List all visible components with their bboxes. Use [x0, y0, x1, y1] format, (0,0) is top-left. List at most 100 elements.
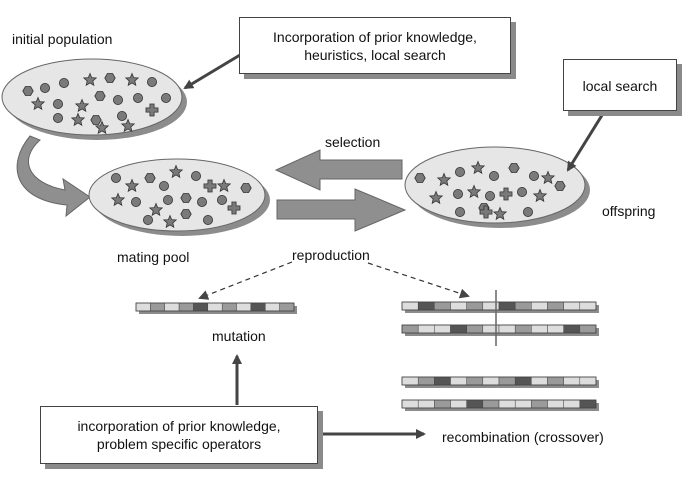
hex-individual — [144, 173, 156, 183]
gene — [498, 301, 516, 311]
dashed-arrow-to-crossover — [367, 262, 470, 299]
star-individual — [466, 184, 482, 199]
local-search-box: local search — [563, 59, 677, 111]
star-individual — [532, 188, 548, 203]
circle-individual — [454, 166, 465, 177]
initial-population-ellipse — [1, 58, 187, 140]
gene — [579, 376, 597, 386]
gene — [579, 399, 597, 409]
star-individual — [436, 172, 452, 187]
circle-individual — [452, 188, 463, 199]
gene — [450, 376, 467, 386]
circle-individual — [216, 194, 227, 205]
curved-arrow-to-mating-pool — [16, 135, 91, 218]
gene — [434, 399, 451, 409]
hex-individual — [22, 86, 34, 96]
chromosomes — [135, 301, 599, 411]
hex-individual — [104, 73, 116, 83]
star-individual — [82, 72, 98, 87]
gene — [178, 302, 194, 312]
gene — [514, 324, 532, 334]
gene — [482, 399, 500, 409]
star-individual — [148, 202, 164, 217]
selection-arrow — [274, 149, 403, 191]
prior-knowledge-bottom-line2: problem specific operators — [96, 436, 262, 452]
arrow-localsearch-to-offspring — [566, 111, 606, 172]
hex-individual — [180, 209, 192, 219]
mutation-label: mutation — [212, 328, 266, 344]
circle-individual — [146, 77, 157, 88]
circle-individual — [517, 186, 528, 197]
gene — [579, 301, 597, 311]
gene — [563, 301, 581, 311]
gene — [563, 376, 581, 386]
circle-individual — [162, 194, 173, 205]
circle-individual — [190, 170, 201, 181]
gene — [547, 399, 564, 409]
circle-individual — [158, 180, 169, 191]
gene — [193, 302, 209, 312]
chromosome — [401, 376, 597, 386]
prior-knowledge-top-line1: Incorporation of prior knowledge, — [273, 29, 477, 45]
gene — [434, 301, 451, 311]
circle-individual — [59, 78, 70, 89]
circle-individual — [111, 172, 122, 183]
gene — [531, 399, 548, 409]
gene — [434, 376, 451, 386]
circle-individual — [40, 83, 51, 94]
gene — [401, 399, 419, 409]
circle-individual — [132, 93, 143, 104]
prior-knowledge-bottom-line1: incorporation of prior knowledge, — [77, 418, 281, 434]
gene — [434, 324, 451, 334]
plus-individual — [479, 205, 493, 219]
circle-individual — [142, 214, 153, 225]
circle-individual — [454, 206, 465, 217]
star-individual — [30, 96, 46, 111]
gene — [466, 301, 484, 311]
gene — [563, 324, 581, 334]
gene — [466, 376, 484, 386]
star-individual — [540, 170, 556, 185]
circle-individual — [488, 170, 499, 181]
star-individual — [94, 120, 110, 135]
gene — [279, 302, 295, 312]
star-individual — [110, 192, 126, 207]
plus-individual — [499, 187, 513, 201]
circle-individual — [113, 95, 124, 106]
gene — [531, 301, 548, 311]
prior-knowledge-box-bottom: incorporation of prior knowledge, proble… — [40, 406, 318, 464]
circle-individual — [523, 206, 534, 217]
recombination-label: recombination (crossover) — [442, 429, 604, 445]
gene — [417, 399, 435, 409]
star-individual — [124, 178, 140, 193]
gene — [417, 301, 435, 311]
gene — [450, 399, 467, 409]
gene — [164, 302, 180, 312]
gene — [466, 324, 484, 334]
chromosome — [135, 302, 295, 312]
star-individual — [120, 118, 136, 133]
gene — [482, 376, 500, 386]
individuals — [22, 72, 566, 229]
prior-knowledge-box-top: Incorporation of prior knowledge, heuris… — [239, 17, 511, 74]
gene — [417, 376, 435, 386]
gene — [150, 302, 166, 312]
gene — [450, 301, 467, 311]
reproduction-arrow — [276, 188, 407, 232]
star-individual — [124, 72, 140, 87]
hex-individual — [180, 193, 192, 203]
circle-individual — [53, 113, 64, 124]
dashed-arrow-to-mutation — [198, 261, 293, 300]
gene — [450, 324, 467, 334]
selection-label: selection — [325, 134, 381, 150]
prior-knowledge-top-line2: heuristics, local search — [304, 47, 446, 63]
hex-individual — [90, 115, 102, 125]
circle-individual — [53, 99, 64, 110]
gene — [531, 376, 548, 386]
mating-pool-label: mating pool — [117, 249, 190, 265]
local-search-text: local search — [582, 78, 658, 94]
chromosome — [401, 399, 597, 409]
circle-individual — [130, 196, 141, 207]
gene — [135, 302, 151, 312]
